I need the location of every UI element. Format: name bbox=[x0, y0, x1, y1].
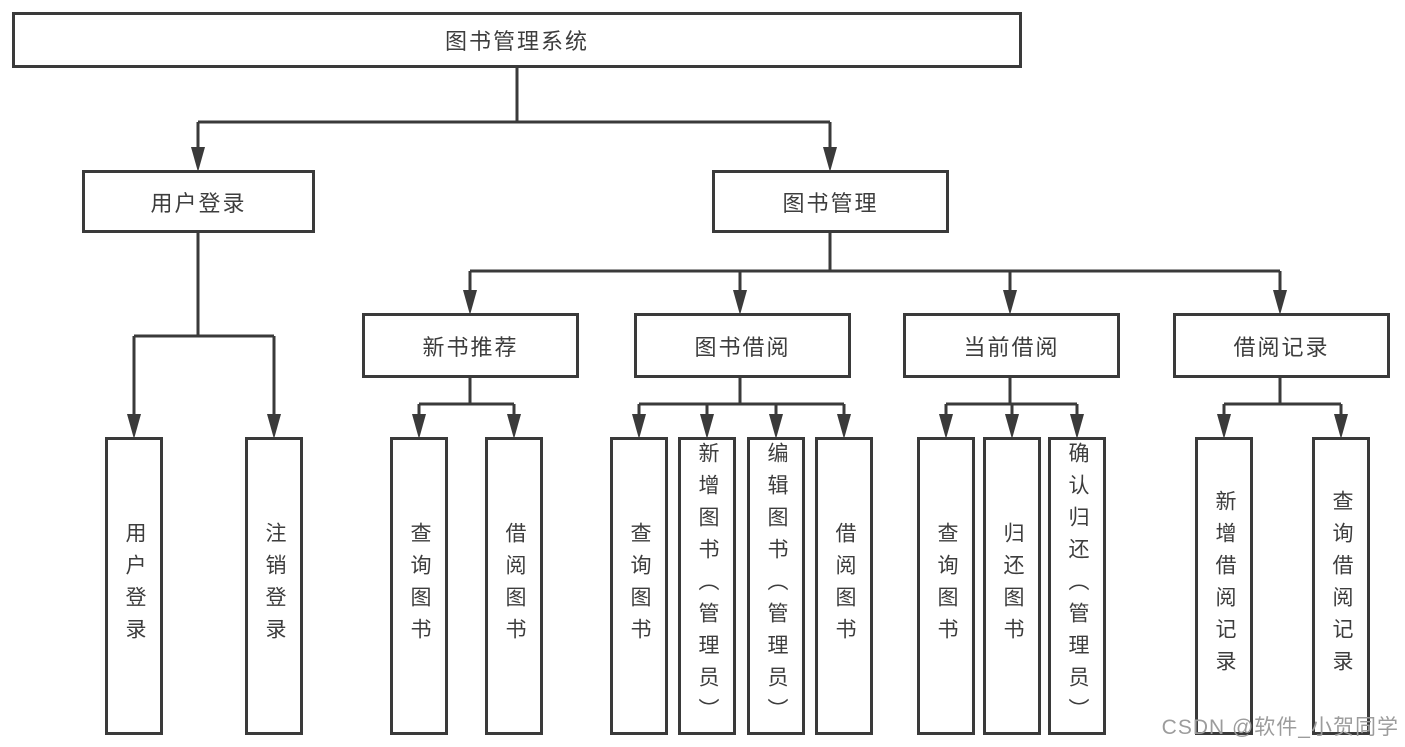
node-book-management: 图书管理 bbox=[712, 170, 949, 233]
node-current-borrow: 当前借阅 bbox=[903, 313, 1120, 378]
leaf-logout: 注销登录 bbox=[245, 437, 303, 735]
connector-user-login-to-leaves bbox=[132, 233, 276, 416]
arrowheads bbox=[127, 147, 1348, 439]
connector-book-borrow-to-leaves bbox=[637, 378, 846, 416]
node-user-login: 用户登录 bbox=[82, 170, 315, 233]
node-root: 图书管理系统 bbox=[12, 12, 1022, 68]
leaf-user-login: 用户登录 bbox=[105, 437, 163, 735]
leaf-confirm-return-admin: 确认归还（管理员） bbox=[1048, 437, 1106, 735]
connector-current-borrow-to-leaves bbox=[944, 378, 1079, 416]
leaf-edit-book-admin: 编辑图书（管理员） bbox=[747, 437, 805, 735]
leaf-query-books-borrow: 查询图书 bbox=[610, 437, 668, 735]
leaf-query-books-recommend: 查询图书 bbox=[390, 437, 448, 735]
leaf-add-borrow-record: 新增借阅记录 bbox=[1195, 437, 1253, 735]
leaf-query-borrow-record: 查询借阅记录 bbox=[1312, 437, 1370, 735]
node-new-book-recommend: 新书推荐 bbox=[362, 313, 579, 378]
leaf-borrow-books-borrow: 借阅图书 bbox=[815, 437, 873, 735]
leaf-borrow-books-recommend: 借阅图书 bbox=[485, 437, 543, 735]
connector-book-management-to-level3 bbox=[468, 233, 1282, 293]
leaf-add-book-admin: 新增图书（管理员） bbox=[678, 437, 736, 735]
node-borrow-records: 借阅记录 bbox=[1173, 313, 1390, 378]
leaf-return-book: 归还图书 bbox=[983, 437, 1041, 735]
connector-borrow-records-to-leaves bbox=[1222, 378, 1343, 416]
node-book-borrow: 图书借阅 bbox=[634, 313, 851, 378]
connector-new-book-recommend-to-leaves bbox=[417, 378, 516, 416]
csdn-watermark: CSDN @软件_小贺同学 bbox=[1161, 716, 1399, 739]
connector-root-to-level2 bbox=[196, 68, 832, 150]
leaf-query-books-current: 查询图书 bbox=[917, 437, 975, 735]
